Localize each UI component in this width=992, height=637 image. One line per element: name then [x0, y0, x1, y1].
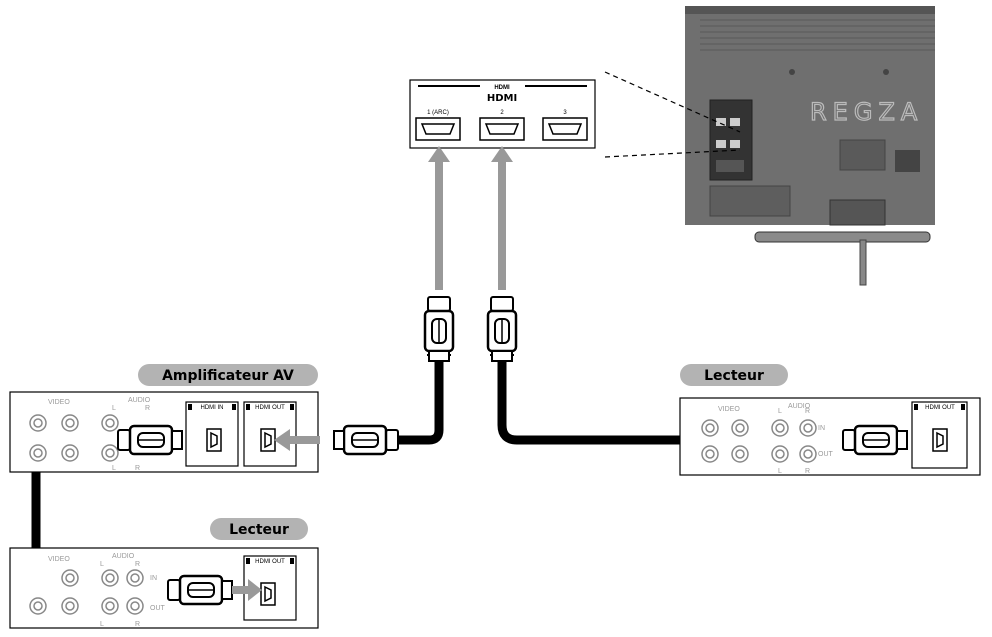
hdmi-port-label-2: 2 — [500, 110, 504, 116]
svg-text:VIDEO: VIDEO — [718, 406, 740, 413]
label-player-right: Lecteur — [680, 364, 788, 386]
hdmi-panel-header: HDMI — [494, 85, 510, 91]
svg-text:IN: IN — [818, 425, 825, 432]
svg-text:R: R — [135, 561, 140, 568]
svg-text:R: R — [805, 408, 810, 415]
amp-video-label: VIDEO — [48, 399, 70, 406]
svg-text:AUDIO: AUDIO — [788, 403, 811, 410]
svg-text:R: R — [145, 405, 150, 412]
svg-text:R: R — [135, 621, 140, 628]
player-right-hdmi-out-label: HDMI OUT — [925, 405, 955, 411]
label-amplifier: Amplificateur AV — [138, 364, 318, 386]
amp-hdmi-out-label: HDMI OUT — [255, 405, 285, 411]
hdmi-plug-player-right — [841, 424, 909, 456]
svg-text:L: L — [112, 465, 116, 472]
hdmi-plug-amp-in — [116, 424, 184, 456]
svg-text:L: L — [778, 408, 782, 415]
svg-text:AUDIO: AUDIO — [112, 553, 135, 560]
tv-rear: REGZA — [685, 6, 935, 286]
tv-hdmi-panel: HDMI HDMI 1 (ARC) 2 3 — [409, 79, 596, 149]
player-bottom-hdmi-out-label: HDMI OUT — [255, 559, 285, 565]
amp-audio-label: AUDIO — [128, 397, 151, 404]
svg-text:IN: IN — [150, 575, 157, 582]
cable-amp-to-tv — [398, 361, 444, 445]
svg-text:Amplificateur AV: Amplificateur AV — [162, 368, 294, 384]
svg-text:R: R — [805, 468, 810, 475]
amp-hdmi-in-label: HDMI IN — [201, 405, 224, 411]
hdmi-port-label-3: 3 — [563, 110, 567, 116]
svg-text:L: L — [112, 405, 116, 412]
hdmi-port-1 — [415, 117, 461, 141]
hdmi-plug-player-bottom — [166, 574, 234, 606]
hdmi-port-2 — [479, 117, 525, 141]
svg-text:R: R — [135, 465, 140, 472]
svg-text:OUT: OUT — [818, 451, 834, 458]
hdmi-plug-tv-1 — [423, 295, 455, 363]
hdmi-port-3 — [542, 117, 588, 141]
svg-text:L: L — [778, 468, 782, 475]
label-player-bottom: Lecteur — [210, 518, 308, 540]
tv-brand-logo: REGZA — [810, 98, 923, 126]
svg-text:L: L — [100, 621, 104, 628]
hdmi-port-label-1: 1 (ARC) — [427, 110, 449, 116]
arrow-to-hdmi-2 — [491, 146, 513, 290]
player-bottom-device: VIDEO AUDIO L R IN OUT L R HDMI OUT — [9, 547, 319, 629]
svg-text:Lecteur: Lecteur — [229, 522, 289, 538]
cable-player-to-tv — [497, 361, 843, 445]
hdmi-plug-amp-out — [332, 424, 400, 456]
hdmi-plug-tv-2 — [486, 295, 518, 363]
svg-text:OUT: OUT — [150, 605, 166, 612]
svg-text:VIDEO: VIDEO — [48, 556, 70, 563]
player-right-device: VIDEO AUDIO L R IN OUT L R HDMI OUT — [679, 397, 981, 476]
arrow-to-amp-out — [274, 429, 320, 451]
svg-text:Lecteur: Lecteur — [704, 368, 764, 384]
arrow-to-player-bottom-out — [232, 579, 262, 601]
svg-text:L: L — [100, 561, 104, 568]
arrow-to-hdmi-1 — [428, 146, 450, 290]
hdmi-panel-logo: HDMI — [487, 93, 517, 104]
